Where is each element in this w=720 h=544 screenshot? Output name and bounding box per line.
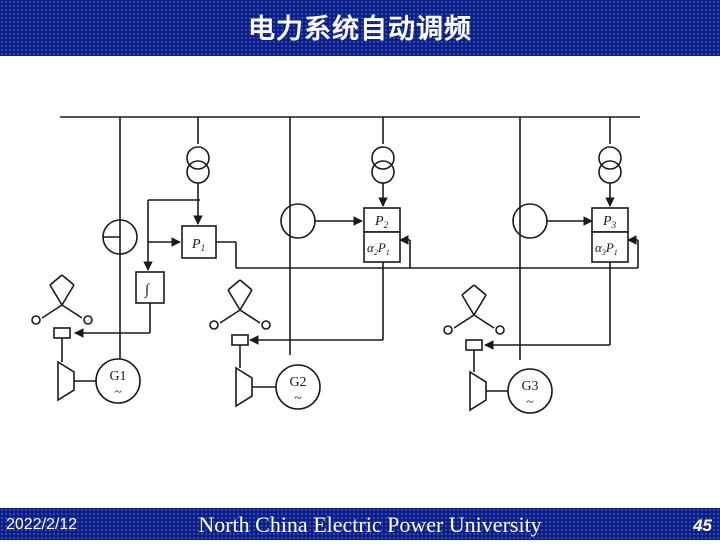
page-number: 45 <box>693 516 712 535</box>
turbine-1 <box>57 360 75 402</box>
block-p1-label: P1 <box>191 237 205 253</box>
transformer-1 <box>186 146 210 184</box>
block-p2-label: P2 <box>374 214 389 230</box>
turbine-2 <box>235 366 253 408</box>
generator-g3-circle <box>507 368 553 414</box>
footer-bar <box>0 508 720 540</box>
speed-governor-2 <box>209 279 271 346</box>
turbine-3 <box>469 370 487 412</box>
footer-university: North China Electric Power University <box>198 512 542 537</box>
footer-date: 2022/2/12 <box>6 516 78 533</box>
generator-g3-label: G3 <box>521 379 538 394</box>
block-p3-label: P3 <box>602 214 617 230</box>
transformer-2 <box>371 146 395 184</box>
speed-governor-3 <box>443 284 505 351</box>
block-integrator-label: ∫ <box>144 282 151 298</box>
generator-g1-symbol: ~ <box>114 385 122 400</box>
block-integrator <box>135 271 165 304</box>
generator-g2-circle <box>275 364 321 410</box>
transformer-3 <box>598 146 622 184</box>
frequency-meter-2 <box>280 203 316 239</box>
generator-g1-circle <box>95 358 141 404</box>
block-a2p1-label: α2P1 <box>367 240 390 257</box>
generator-g2-symbol: ~ <box>294 391 302 406</box>
block-a3p1 <box>591 231 629 263</box>
block-a3p1-label: α3P1 <box>595 240 618 257</box>
block-a2p1 <box>363 231 401 263</box>
frequency-control-diagram: P1 ∫ P2 α2P1 P3 α3P1 G1 ~ G2 ~ G3 ~ <box>31 116 640 414</box>
speed-governor-1 <box>31 274 93 339</box>
title-bar <box>0 0 720 56</box>
generator-g1-label: G1 <box>109 369 126 384</box>
block-p3 <box>591 207 629 233</box>
slide-title: 电力系统自动调频 <box>248 14 472 45</box>
block-p1 <box>181 225 217 259</box>
generator-g2-label: G2 <box>289 375 306 390</box>
generator-g3-symbol: ~ <box>526 395 534 410</box>
frequency-meter-3 <box>512 203 548 239</box>
